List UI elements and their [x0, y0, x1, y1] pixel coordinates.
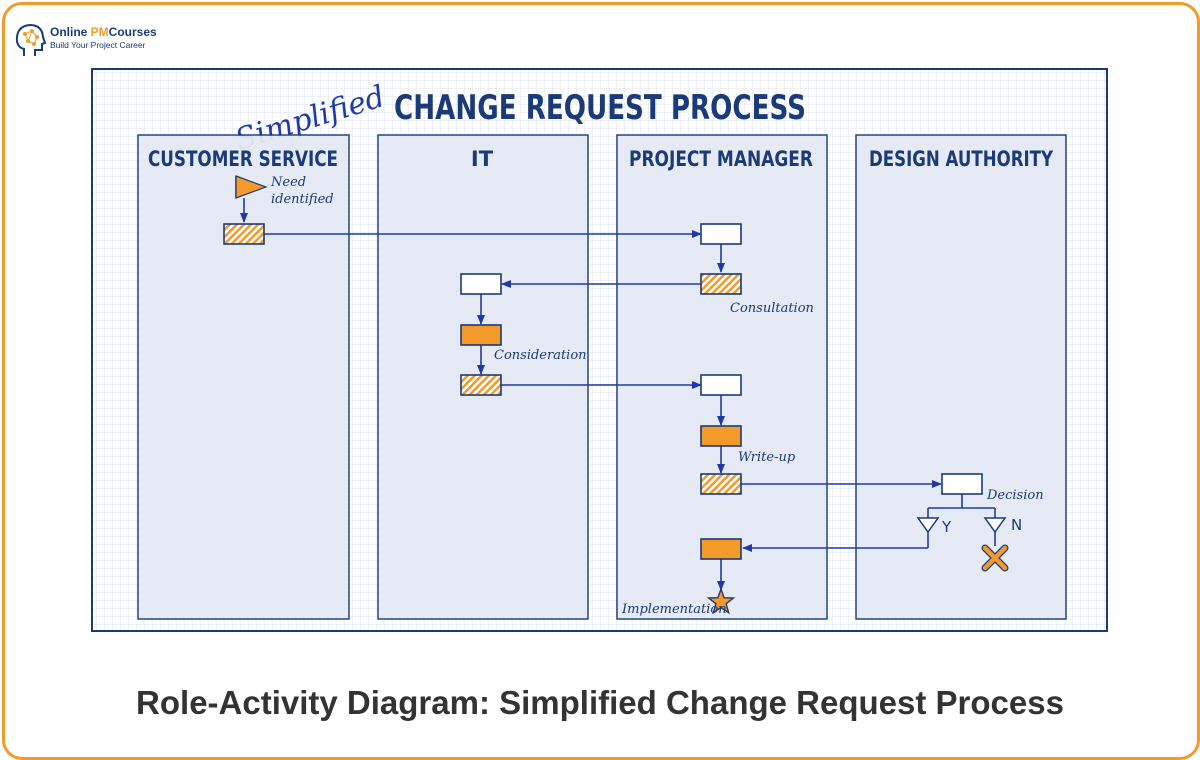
terminate-cross-icon [981, 544, 1009, 572]
lane-label: IT [471, 147, 494, 171]
flow-connectors [240, 198, 996, 591]
decision-no-triangle-icon [983, 517, 1007, 534]
diagram-title: CHANGE REQUEST PROCESS [394, 88, 806, 128]
head-network-icon [15, 23, 47, 56]
activity-hatched [223, 223, 265, 245]
start-flag-icon [235, 175, 268, 199]
decision-yes-label: Y [941, 518, 952, 536]
activity-hatched [700, 273, 742, 295]
decision-yes-triangle-icon [916, 517, 940, 534]
activity-solid [460, 324, 502, 346]
end-star-icon [706, 586, 736, 615]
annotation-decision: Decision [986, 488, 1044, 503]
annotation-identified: identified [271, 192, 334, 207]
annotation-implementation: Implementation [621, 602, 727, 617]
activity-open [460, 273, 502, 295]
annotation-write-up: Write-up [738, 450, 796, 465]
brand-name[interactable]: Online PMCourses [50, 25, 157, 39]
lane-design-authority [855, 134, 1067, 620]
annotation-consultation: Consultation [730, 301, 814, 316]
annotation-need: Need [270, 175, 306, 190]
activity-open [700, 374, 742, 396]
annotation-consideration: Consideration [494, 348, 587, 363]
figure-caption: Role-Activity Diagram: Simplified Change… [136, 684, 1064, 721]
activity-open [941, 473, 983, 495]
activity-open [700, 223, 742, 245]
lane-label: DESIGN AUTHORITY [869, 147, 1054, 171]
activity-hatched [700, 473, 742, 495]
activity-solid [700, 538, 742, 560]
activity-hatched [460, 374, 502, 396]
activity-solid [700, 425, 742, 447]
lane-label: PROJECT MANAGER [629, 147, 813, 171]
brand-tagline: Build Your Project Career [50, 40, 146, 50]
decision-no-label: N [1011, 516, 1022, 534]
brand-logo: Online PMCourses Build Your Project Care… [14, 22, 184, 62]
lane-label: CUSTOMER SERVICE [148, 147, 338, 171]
